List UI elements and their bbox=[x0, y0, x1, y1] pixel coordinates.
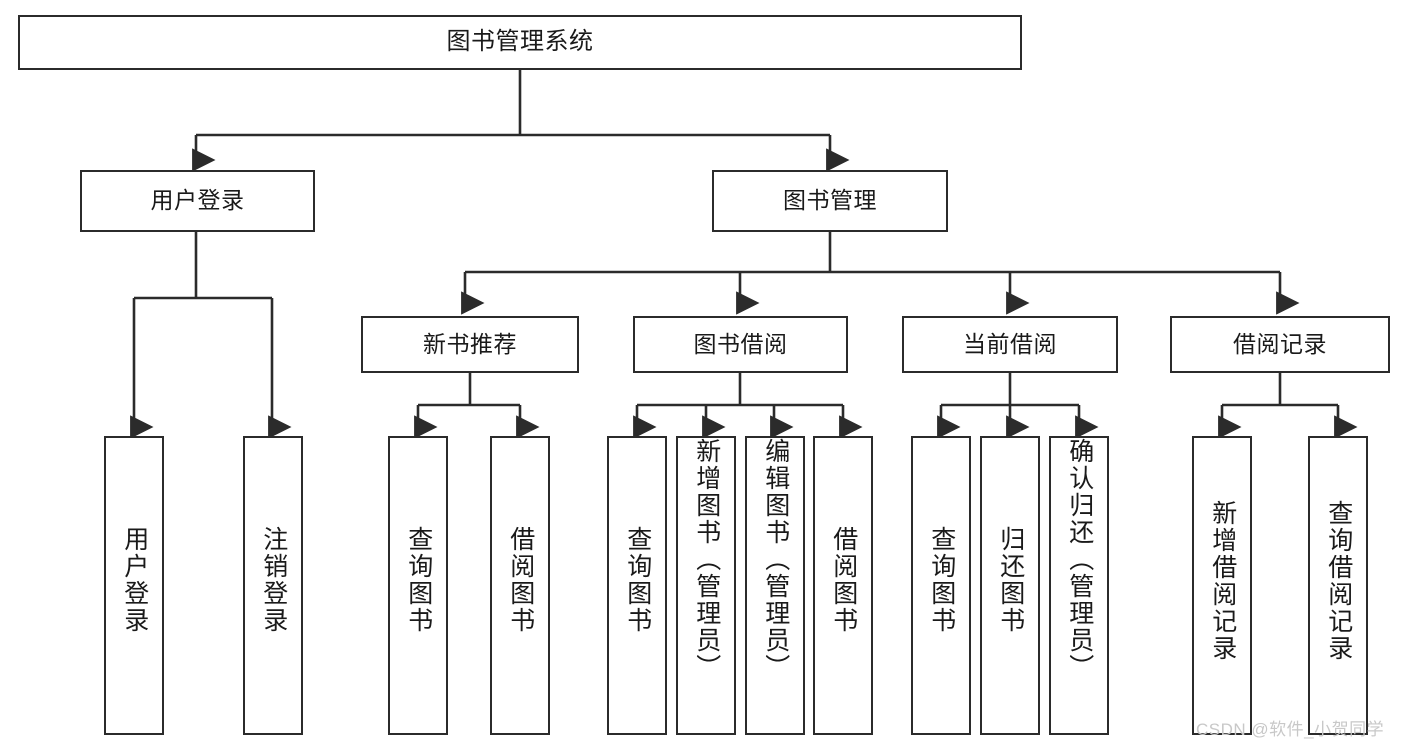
node-leaf-add-book[interactable]: 新增图书（管理员） bbox=[676, 436, 736, 735]
node-leaf-edit-book-label: 编辑图书（管理员） bbox=[761, 438, 790, 681]
node-borrow-record[interactable]: 借阅记录 bbox=[1170, 316, 1390, 373]
node-leaf-user-login-label: 用户登录 bbox=[120, 526, 149, 634]
node-book-borrow-label: 图书借阅 bbox=[693, 330, 788, 357]
node-leaf-query-book-1[interactable]: 查询图书 bbox=[388, 436, 448, 735]
node-book-management-label: 图书管理 bbox=[783, 187, 877, 214]
node-new-book-recommend[interactable]: 新书推荐 bbox=[361, 316, 579, 373]
node-borrow-record-label: 借阅记录 bbox=[1233, 330, 1327, 357]
node-leaf-query-book-3-label: 查询图书 bbox=[927, 526, 956, 634]
node-leaf-query-record-label: 查询借阅记录 bbox=[1324, 500, 1353, 662]
node-root-label: 图书管理系统 bbox=[446, 28, 594, 56]
node-leaf-borrow-book-2[interactable]: 借阅图书 bbox=[813, 436, 873, 735]
node-leaf-query-book-1-label: 查询图书 bbox=[404, 526, 433, 634]
node-leaf-query-book-3[interactable]: 查询图书 bbox=[911, 436, 971, 735]
node-user-login[interactable]: 用户登录 bbox=[80, 170, 315, 232]
node-leaf-user-logout[interactable]: 注销登录 bbox=[243, 436, 303, 735]
node-leaf-add-book-label: 新增图书（管理员） bbox=[692, 438, 721, 681]
node-book-borrow[interactable]: 图书借阅 bbox=[633, 316, 848, 373]
csdn-watermark: CSDN @软件_小贺同学 bbox=[1196, 720, 1385, 739]
node-leaf-add-record[interactable]: 新增借阅记录 bbox=[1192, 436, 1252, 735]
node-root[interactable]: 图书管理系统 bbox=[18, 15, 1022, 70]
node-leaf-edit-book[interactable]: 编辑图书（管理员） bbox=[745, 436, 805, 735]
node-new-book-recommend-label: 新书推荐 bbox=[423, 330, 517, 357]
node-user-login-label: 用户登录 bbox=[150, 187, 245, 214]
node-leaf-return-book-label: 归还图书 bbox=[996, 526, 1025, 634]
node-leaf-borrow-book-2-label: 借阅图书 bbox=[829, 526, 858, 634]
node-leaf-confirm-return[interactable]: 确认归还（管理员） bbox=[1049, 436, 1109, 735]
node-leaf-query-book-2[interactable]: 查询图书 bbox=[607, 436, 667, 735]
node-book-management[interactable]: 图书管理 bbox=[712, 170, 948, 232]
node-leaf-user-login[interactable]: 用户登录 bbox=[104, 436, 164, 735]
node-leaf-user-logout-label: 注销登录 bbox=[259, 526, 288, 634]
node-current-borrow[interactable]: 当前借阅 bbox=[902, 316, 1118, 373]
node-leaf-query-record[interactable]: 查询借阅记录 bbox=[1308, 436, 1368, 735]
node-current-borrow-label: 当前借阅 bbox=[963, 330, 1057, 357]
node-leaf-borrow-book-1-label: 借阅图书 bbox=[506, 526, 535, 634]
node-leaf-add-record-label: 新增借阅记录 bbox=[1208, 500, 1237, 662]
node-leaf-return-book[interactable]: 归还图书 bbox=[980, 436, 1040, 735]
node-leaf-confirm-return-label: 确认归还（管理员） bbox=[1065, 438, 1094, 681]
node-leaf-borrow-book-1[interactable]: 借阅图书 bbox=[490, 436, 550, 735]
node-leaf-query-book-2-label: 查询图书 bbox=[623, 526, 652, 634]
